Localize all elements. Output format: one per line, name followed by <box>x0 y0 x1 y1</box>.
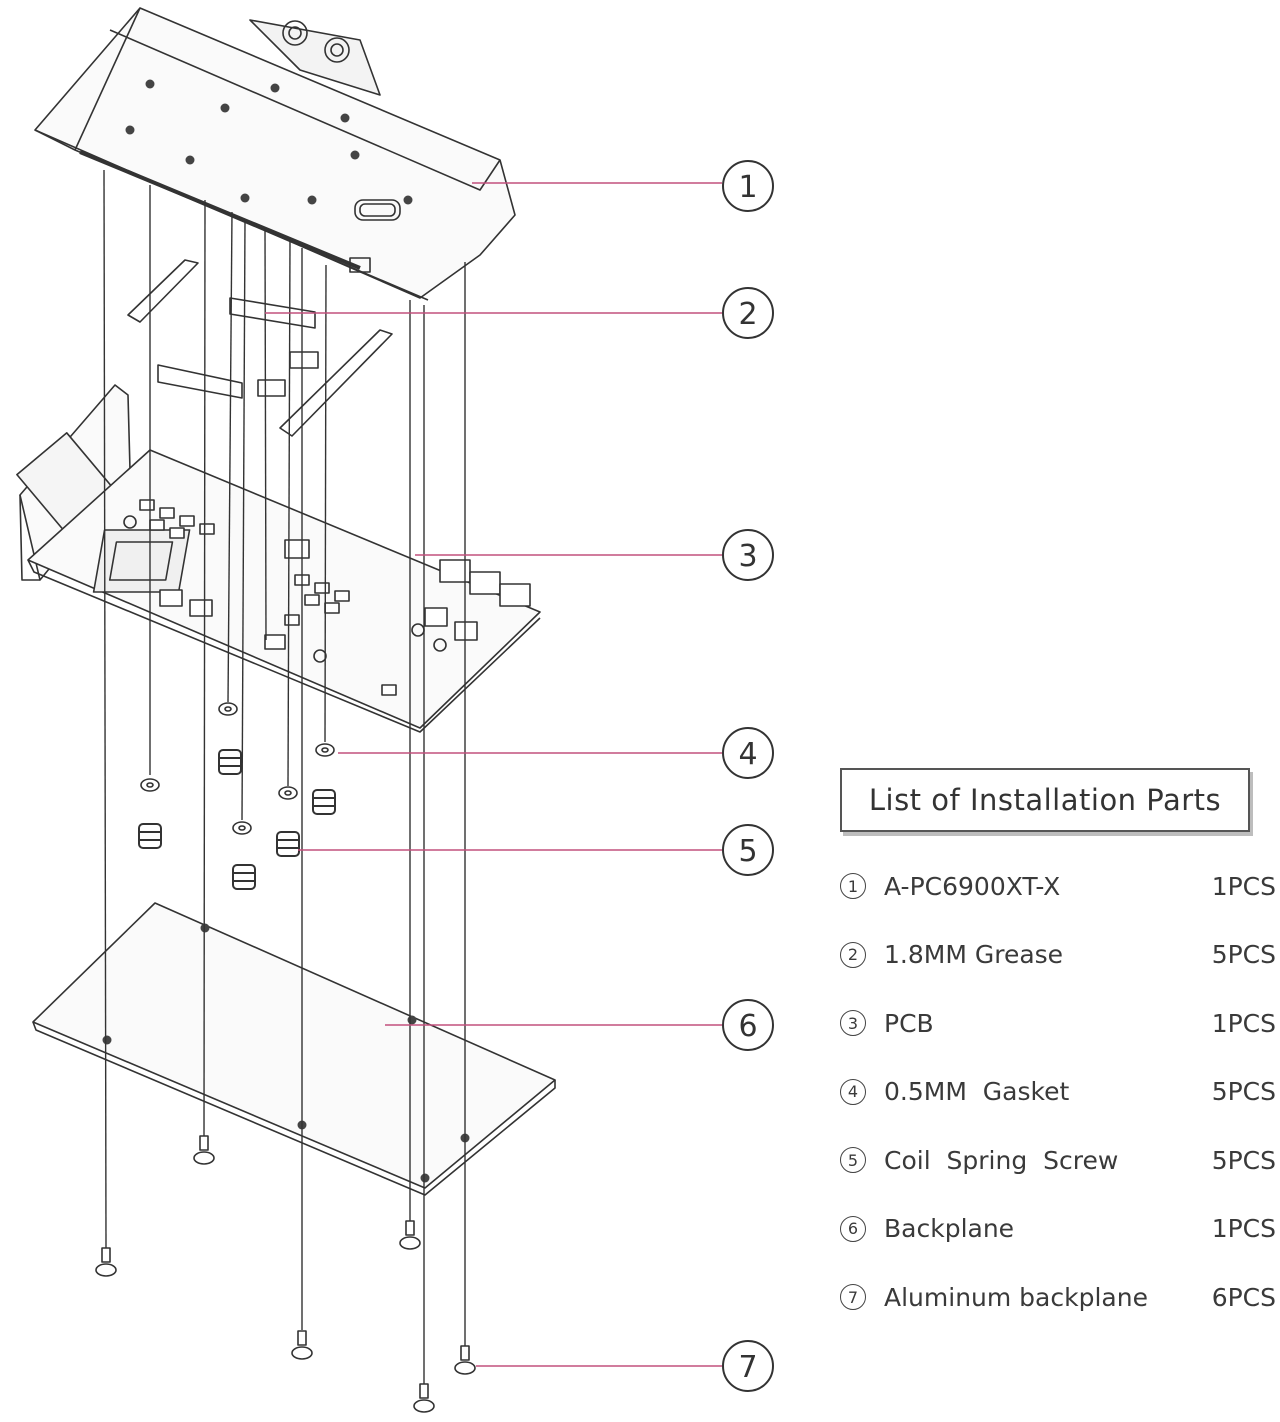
svg-text:6: 6 <box>738 1009 757 1044</box>
part-row: 7 Aluminum backplane 6PCS <box>840 1263 1280 1332</box>
part-quantity: 5PCS <box>1211 1077 1276 1107</box>
part-row: 2 1.8MM Grease 5PCS <box>840 921 1280 990</box>
svg-text:1: 1 <box>738 170 757 205</box>
part-name: PCB <box>884 1008 934 1038</box>
part-name: Aluminum backplane <box>884 1282 1148 1312</box>
part-row: 5 Coil Spring Screw 5PCS <box>840 1126 1280 1195</box>
svg-text:2: 2 <box>738 297 757 332</box>
thermal-pads <box>127 259 393 437</box>
callouts: 1 2 3 4 5 6 7 <box>722 160 774 1392</box>
part-quantity: 5PCS <box>1211 940 1276 970</box>
callout-4: 4 <box>722 727 774 779</box>
part-name: A-PC6900XT-X <box>884 871 1061 901</box>
part-row: 4 0.5MM Gasket 5PCS <box>840 1058 1280 1127</box>
callout-leaders <box>265 182 722 1367</box>
callout-1: 1 <box>722 160 774 212</box>
part-row: 3 PCB 1PCS <box>840 989 1280 1058</box>
part-quantity: 5PCS <box>1211 1145 1276 1175</box>
part-number-badge: 6 <box>840 1215 866 1242</box>
parts-list-header: List of Installation Parts <box>840 768 1250 832</box>
part-number-badge: 4 <box>840 1078 866 1105</box>
water-block <box>34 7 516 301</box>
svg-text:5: 5 <box>738 834 757 869</box>
part-name: 1.8MM Grease <box>884 940 1064 970</box>
pcb-board <box>16 384 541 733</box>
backplate <box>32 902 556 1196</box>
part-number-badge: 5 <box>840 1147 866 1174</box>
svg-text:3: 3 <box>738 539 757 574</box>
part-quantity: 6PCS <box>1211 1282 1276 1312</box>
part-name: Coil Spring Screw <box>884 1145 1119 1175</box>
part-quantity: 1PCS <box>1211 1008 1276 1038</box>
alignment-lines <box>103 169 466 1384</box>
callout-6: 6 <box>722 999 774 1051</box>
parts-list-title: List of Installation Parts <box>868 783 1222 817</box>
backplate-screws <box>95 1135 476 1413</box>
part-row: 1 A-PC6900XT-X 1PCS <box>840 852 1280 921</box>
callout-7: 7 <box>722 1340 774 1392</box>
svg-text:7: 7 <box>738 1350 757 1385</box>
part-number-badge: 2 <box>840 941 866 968</box>
parts-list: 1 A-PC6900XT-X 1PCS 2 1.8MM Grease 5PCS … <box>840 852 1280 1332</box>
part-number-badge: 3 <box>840 1010 866 1037</box>
callout-5: 5 <box>722 824 774 876</box>
callout-3: 3 <box>722 529 774 581</box>
part-row: 6 Backplane 1PCS <box>840 1195 1280 1264</box>
callout-2: 2 <box>722 287 774 339</box>
coil-spring-screws <box>138 749 336 890</box>
gaskets <box>140 702 335 835</box>
part-quantity: 1PCS <box>1211 871 1276 901</box>
part-name: Backplane <box>884 1214 1015 1244</box>
part-number-badge: 1 <box>840 873 866 900</box>
part-name: 0.5MM Gasket <box>884 1077 1070 1107</box>
svg-text:4: 4 <box>738 737 757 772</box>
part-number-badge: 7 <box>840 1284 866 1311</box>
part-quantity: 1PCS <box>1211 1214 1276 1244</box>
